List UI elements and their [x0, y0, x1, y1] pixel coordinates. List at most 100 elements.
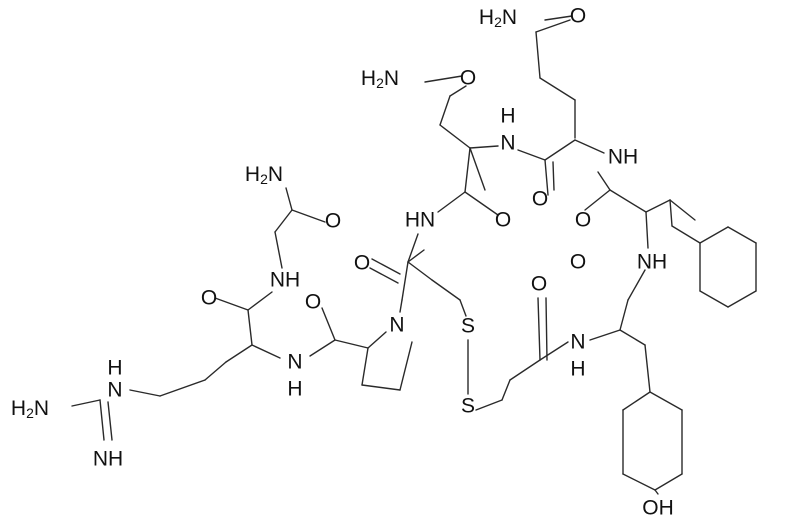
atom-label-nh-3: NH	[637, 251, 667, 274]
atom-label-s-1: S	[461, 315, 475, 338]
bond-line	[517, 149, 546, 161]
bond-line	[274, 209, 293, 233]
bond-line	[399, 299, 403, 313]
bond-line	[129, 389, 161, 397]
bond-line	[99, 399, 105, 441]
bond-line	[469, 145, 499, 149]
bond-line	[369, 267, 399, 284]
bond-line	[535, 31, 541, 79]
bond-line	[727, 226, 757, 244]
bond-line	[469, 147, 486, 191]
bond-line	[459, 299, 467, 317]
bond-line	[431, 279, 461, 301]
bond-line	[699, 290, 729, 308]
bond-lines	[71, 15, 757, 495]
bond-line	[619, 329, 646, 346]
bond-line	[622, 391, 651, 411]
bond-line	[475, 399, 503, 411]
atom-label-s-2: S	[461, 395, 475, 418]
bond-line	[407, 233, 419, 263]
bond-line	[214, 297, 249, 311]
bond-line	[544, 139, 576, 161]
bond-line	[584, 189, 611, 211]
bond-line	[545, 297, 548, 361]
atom-label-o-7: O	[305, 291, 321, 314]
bond-line	[654, 489, 659, 495]
bond-line	[407, 261, 433, 281]
atom-label-gly-nh2: H2N	[245, 163, 283, 188]
bond-line	[407, 249, 425, 263]
bond-line	[449, 85, 467, 97]
bond-line	[619, 299, 629, 331]
bond-line	[367, 331, 387, 349]
bond-line	[539, 77, 576, 101]
bond-line	[371, 258, 401, 275]
bond-line	[424, 75, 463, 83]
bond-line	[274, 231, 283, 269]
atom-label-tyr-oh: OH	[642, 497, 674, 520]
bond-line	[597, 171, 611, 191]
atom-label-guan-nh2: H2N	[11, 397, 49, 422]
bond-line	[204, 361, 227, 381]
bond-line	[501, 379, 511, 401]
atom-label-o-5: O	[570, 251, 586, 274]
bond-line	[107, 401, 113, 441]
atom-label-o-1: O	[532, 188, 548, 211]
bond-line	[727, 290, 757, 308]
atom-label-asn-o: O	[460, 67, 476, 90]
atom-label-nh-6h: H	[287, 378, 302, 401]
bond-line	[544, 159, 549, 196]
atom-label-nh-5h: H	[570, 358, 585, 381]
bond-line	[225, 344, 253, 363]
bond-line	[644, 344, 651, 393]
bond-line	[645, 199, 671, 213]
bond-line	[309, 339, 336, 357]
atom-label-o-2: O	[495, 209, 511, 232]
bond-line	[464, 147, 471, 193]
bond-line	[537, 297, 541, 361]
bond-line	[539, 341, 569, 361]
bond-line	[321, 307, 336, 341]
atom-label-o-6: O	[201, 287, 217, 310]
bond-line	[574, 139, 605, 154]
atom-label-gln-o: O	[570, 5, 586, 28]
bond-line	[535, 19, 571, 33]
bond-line	[251, 344, 281, 359]
bond-line	[609, 189, 647, 213]
atom-label-nh-1n: N	[500, 132, 515, 155]
bond-line	[464, 191, 499, 216]
atom-label-nh-6: N	[287, 351, 302, 374]
bond-line	[334, 339, 369, 349]
bond-line	[361, 347, 369, 386]
bond-line	[437, 191, 466, 213]
atom-label-nh-4: NH	[270, 269, 300, 292]
bond-line	[669, 199, 696, 221]
atom-label-guan-nh: NH	[93, 448, 123, 471]
bond-line	[71, 399, 101, 407]
atom-label-nh-5: N	[570, 331, 585, 354]
bond-line	[544, 15, 573, 21]
bond-line	[669, 199, 673, 227]
atom-label-guan-n: N	[107, 379, 122, 402]
bond-line	[622, 473, 656, 491]
bond-line	[247, 309, 253, 346]
bond-line	[552, 161, 555, 191]
bond-line	[361, 384, 401, 391]
bond-line	[649, 391, 683, 411]
bond-line	[589, 329, 621, 341]
atom-label-o-8: O	[531, 273, 547, 296]
atom-label-gln-nh2: H2N	[479, 6, 517, 31]
bond-line	[401, 261, 409, 301]
bond-line	[291, 209, 326, 223]
bond-line	[654, 473, 683, 491]
bond-line	[645, 211, 649, 249]
atom-label-o-3: O	[575, 209, 591, 232]
bond-line	[159, 379, 206, 397]
bond-line	[439, 95, 451, 126]
bond-line	[627, 269, 646, 301]
atom-label-asn-nh2: H2N	[361, 67, 399, 92]
bond-line	[247, 291, 273, 311]
bond-line	[509, 359, 541, 381]
atom-label-gly-o: O	[325, 210, 341, 233]
